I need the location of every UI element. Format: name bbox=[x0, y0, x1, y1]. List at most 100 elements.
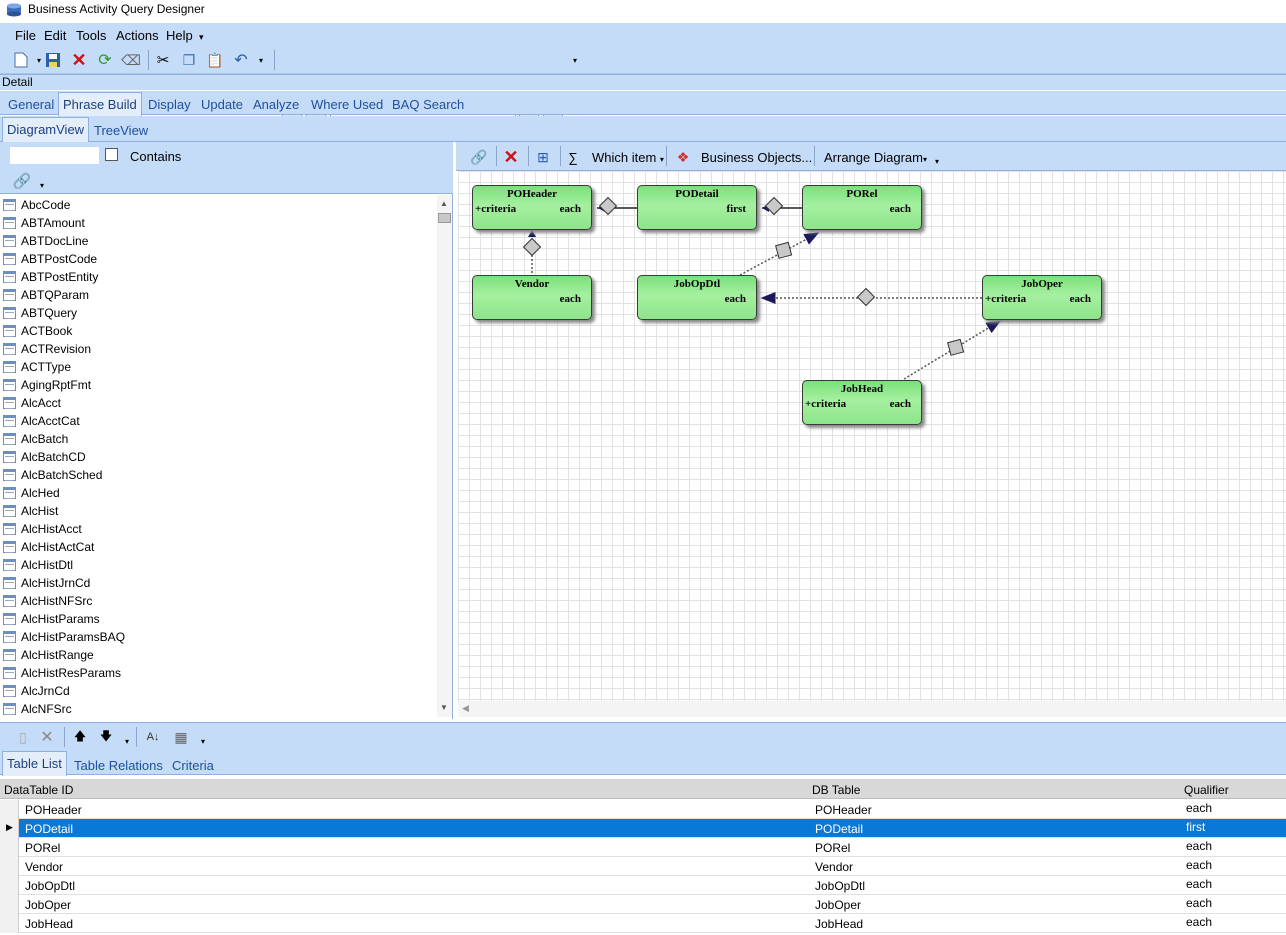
delete-icon[interactable]: ✕ bbox=[71, 49, 87, 70]
list-item[interactable]: ABTQParam bbox=[0, 286, 436, 304]
node-poheader[interactable]: POHeader +criteria each bbox=[472, 185, 592, 230]
row-header[interactable] bbox=[0, 895, 19, 914]
list-item[interactable]: AlcBatch bbox=[0, 430, 436, 448]
row-header[interactable] bbox=[0, 857, 19, 876]
list-item[interactable]: ABTQuery bbox=[0, 304, 436, 322]
chevron-down-icon[interactable]: ▾ bbox=[39, 180, 44, 190]
list-item[interactable]: AlcHistParams bbox=[0, 610, 436, 628]
grid-options-icon[interactable]: ▦ bbox=[174, 728, 188, 745]
tab-display[interactable]: Display bbox=[148, 97, 191, 112]
delete-relation-icon[interactable]: ✕ bbox=[503, 146, 519, 167]
toolbar-overflow-icon[interactable]: ▾ bbox=[934, 156, 939, 166]
arrange-diagram-button[interactable]: Arrange Diagram▾ bbox=[824, 150, 928, 165]
cell-qualifier[interactable]: each bbox=[1186, 896, 1213, 910]
menu-tools[interactable]: Tools bbox=[76, 28, 107, 43]
column-header-qualifier[interactable]: Qualifier bbox=[1184, 783, 1229, 797]
node-jobopdtl[interactable]: JobOpDtl each bbox=[637, 275, 757, 320]
list-item[interactable]: AlcHistNFSrc bbox=[0, 592, 436, 610]
table-row[interactable]: JobOpDtl JobOpDtl each bbox=[0, 876, 1286, 895]
diagram-canvas[interactable]: POHeader +criteria each PODetail first P… bbox=[458, 171, 1286, 701]
list-item[interactable]: AlcHistDtl bbox=[0, 556, 436, 574]
new-row-icon[interactable]: ▯ bbox=[19, 728, 27, 745]
menu-actions[interactable]: Actions bbox=[116, 28, 159, 43]
contains-checkbox[interactable] bbox=[105, 148, 118, 161]
save-icon[interactable] bbox=[44, 51, 62, 69]
link-icon[interactable]: 🔗 bbox=[12, 173, 32, 190]
move-down-icon[interactable]: 🡇 bbox=[99, 728, 113, 743]
list-item[interactable]: AlcBatchSched bbox=[0, 466, 436, 484]
node-joboper[interactable]: JobOper +criteria each bbox=[982, 275, 1102, 320]
node-jobhead[interactable]: JobHead +criteria each bbox=[802, 380, 922, 425]
list-item[interactable]: ABTPostEntity bbox=[0, 268, 436, 286]
scroll-down-icon[interactable]: ▼ bbox=[440, 703, 448, 712]
undo-dropdown-icon[interactable]: ▾ bbox=[258, 55, 263, 65]
new-dropdown-icon[interactable]: ▾ bbox=[36, 55, 41, 65]
scroll-up-icon[interactable]: ▲ bbox=[440, 199, 448, 208]
list-item[interactable]: AlcHistRange bbox=[0, 646, 436, 664]
row-header[interactable] bbox=[0, 876, 19, 895]
list-item[interactable]: AlcAcct bbox=[0, 394, 436, 412]
cell-datatable-id[interactable]: PORel bbox=[25, 841, 61, 855]
cell-db-table[interactable]: PORel bbox=[815, 841, 851, 855]
move-up-icon[interactable]: 🡅 bbox=[73, 728, 87, 743]
row-header[interactable] bbox=[0, 838, 19, 857]
diagram-horizontal-scrollbar[interactable]: ◀ bbox=[458, 701, 1286, 717]
undo-icon[interactable]: ↶ bbox=[234, 52, 248, 69]
tab-where-used[interactable]: Where Used bbox=[311, 97, 384, 112]
node-vendor[interactable]: Vendor each bbox=[472, 275, 592, 320]
tab-tree-view[interactable]: TreeView bbox=[94, 123, 149, 138]
list-item[interactable]: AlcHistJrnCd bbox=[0, 574, 436, 592]
tab-criteria[interactable]: Criteria bbox=[172, 758, 214, 773]
relation-diamond[interactable] bbox=[522, 237, 542, 257]
menu-overflow-icon[interactable]: ▾ bbox=[199, 32, 204, 42]
cell-db-table[interactable]: POHeader bbox=[815, 803, 872, 817]
scroll-left-icon[interactable]: ◀ bbox=[462, 703, 469, 713]
tab-baq-search[interactable]: BAQ Search bbox=[392, 97, 465, 112]
menu-file[interactable]: File bbox=[15, 28, 36, 43]
tab-table-relations[interactable]: Table Relations bbox=[74, 758, 163, 773]
business-objects-button[interactable]: Business Objects... bbox=[701, 150, 813, 165]
chevron-down-icon[interactable]: ▾ bbox=[200, 736, 205, 746]
row-header[interactable] bbox=[0, 914, 19, 933]
cell-qualifier[interactable]: first bbox=[1186, 820, 1206, 834]
list-item[interactable]: ABTDocLine bbox=[0, 232, 436, 250]
tab-general[interactable]: General bbox=[8, 97, 55, 112]
list-item[interactable]: AlcHist bbox=[0, 502, 436, 520]
tab-phrase-build[interactable]: Phrase Build bbox=[58, 92, 142, 116]
cell-qualifier[interactable]: each bbox=[1186, 877, 1213, 891]
layout-icon[interactable]: ⊞ bbox=[537, 148, 549, 165]
tab-update[interactable]: Update bbox=[201, 97, 243, 112]
cell-datatable-id[interactable]: JobOpDtl bbox=[25, 879, 76, 893]
business-objects-icon[interactable]: ❖ bbox=[676, 148, 690, 165]
relation-diamond[interactable] bbox=[598, 196, 618, 216]
list-item[interactable]: AlcJrnCd bbox=[0, 682, 436, 700]
column-header-datatable-id[interactable]: DataTable ID bbox=[4, 783, 74, 797]
sum-icon[interactable]: ∑ bbox=[568, 149, 578, 165]
list-item[interactable]: ABTAmount bbox=[0, 214, 436, 232]
copy-icon[interactable]: ❐ bbox=[182, 51, 196, 68]
relation-diamond[interactable] bbox=[764, 196, 784, 216]
table-search-input[interactable] bbox=[9, 146, 100, 165]
row-header[interactable]: ▶ bbox=[0, 819, 19, 838]
list-item[interactable]: AlcHistActCat bbox=[0, 538, 436, 556]
node-podetail[interactable]: PODetail first bbox=[637, 185, 757, 230]
relation-diamond[interactable] bbox=[856, 287, 876, 307]
delete-row-icon[interactable]: ✕ bbox=[40, 729, 54, 746]
cell-db-table[interactable]: JobOpDtl bbox=[815, 879, 866, 893]
menu-edit[interactable]: Edit bbox=[44, 28, 67, 43]
new-icon[interactable] bbox=[12, 51, 30, 69]
cell-db-table[interactable]: JobHead bbox=[815, 917, 864, 931]
cell-datatable-id[interactable]: PODetail bbox=[25, 822, 74, 836]
list-item[interactable]: AlcBatchCD bbox=[0, 448, 436, 466]
cell-datatable-id[interactable]: Vendor bbox=[25, 860, 64, 874]
list-item[interactable]: AlcHistResParams bbox=[0, 664, 436, 682]
cell-db-table[interactable]: PODetail bbox=[815, 822, 864, 836]
row-header[interactable] bbox=[0, 800, 19, 819]
cell-db-table[interactable]: Vendor bbox=[815, 860, 854, 874]
refresh-icon[interactable]: ⟳ bbox=[98, 52, 112, 69]
paste-icon[interactable]: 📋 bbox=[206, 51, 224, 68]
